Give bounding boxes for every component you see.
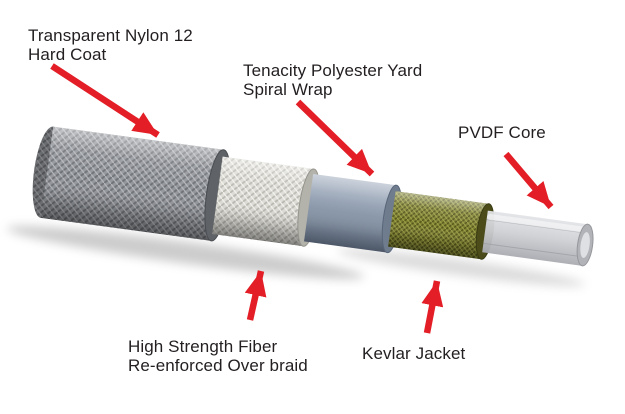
arrow-hard-coat bbox=[50, 63, 160, 138]
label-pvdf-core: PVDF Core bbox=[458, 123, 546, 142]
layer-overbraid-shading bbox=[212, 156, 314, 247]
label-overbraid-line2: Re-enforced Over braid bbox=[128, 356, 308, 376]
core-bore-hole bbox=[580, 232, 590, 258]
arrow-kevlar-jacket bbox=[421, 280, 444, 334]
arrow-spiral-wrap bbox=[295, 99, 375, 177]
label-spiral-wrap: Tenacity Polyester Yard Spiral Wrap bbox=[243, 61, 422, 99]
label-hard-coat: Transparent Nylon 12 Hard Coat bbox=[28, 26, 193, 64]
label-hard-coat-line2: Hard Coat bbox=[28, 45, 107, 65]
core-bore-line-bottom bbox=[483, 242, 584, 258]
tube-shadow-right bbox=[337, 249, 585, 287]
label-pvdf-core-line1: PVDF Core bbox=[458, 123, 546, 142]
tube-shadow-left bbox=[7, 226, 364, 280]
tube-assembly bbox=[7, 126, 594, 287]
layer-hard-coat-shading bbox=[40, 126, 224, 241]
label-hard-coat-line1: Transparent Nylon 12 bbox=[28, 26, 193, 45]
arrow-pvdf-core bbox=[503, 151, 554, 210]
label-overbraid-line1: High Strength Fiber bbox=[128, 337, 278, 356]
arrow-overbraid bbox=[244, 270, 267, 321]
core-highlight bbox=[486, 214, 588, 233]
callout-arrows bbox=[50, 63, 554, 334]
label-overbraid: High Strength Fiber Re-enforced Over bra… bbox=[128, 337, 308, 375]
label-spiral-wrap-line2: Spiral Wrap bbox=[243, 80, 333, 100]
label-kevlar-jacket-line1: Kevlar Jacket bbox=[362, 344, 466, 363]
layer-spiral-wrap-shading bbox=[304, 173, 397, 253]
layer-kevlar-jacket-shading bbox=[388, 191, 489, 260]
label-spiral-wrap-line1: Tenacity Polyester Yard bbox=[243, 61, 423, 80]
label-kevlar-jacket: Kevlar Jacket bbox=[362, 344, 465, 363]
